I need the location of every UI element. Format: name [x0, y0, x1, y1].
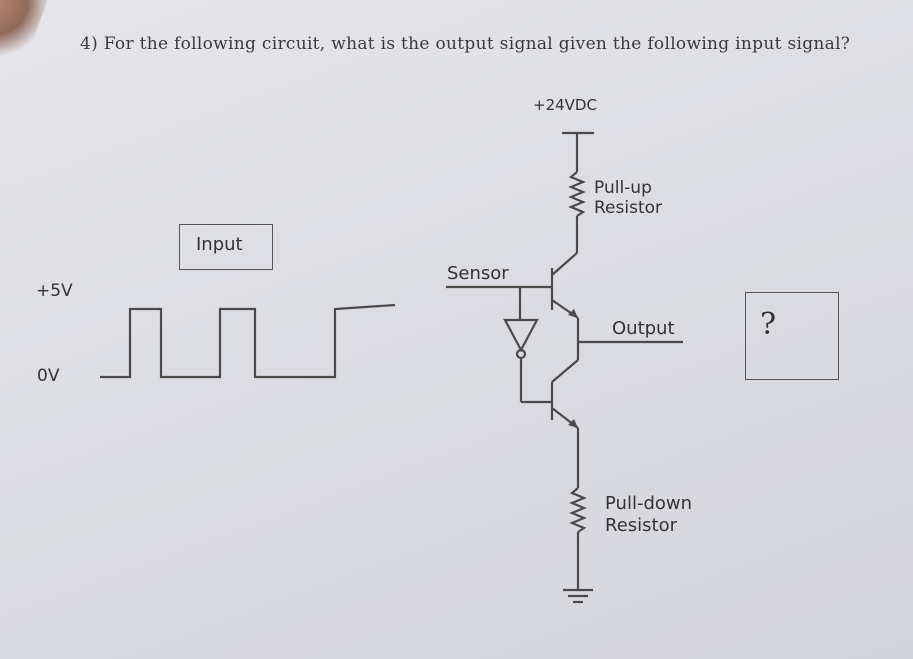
pullup-label-line1: Pull-up: [594, 178, 652, 198]
supply-label: +24VDC: [533, 96, 597, 114]
inverter-triangle: [503, 318, 539, 353]
answer-box: [745, 292, 839, 380]
question-text: 4) For the following circuit, what is th…: [80, 34, 851, 54]
high-voltage-label: +5V: [36, 281, 73, 301]
q2-emitter-arrow: [568, 419, 578, 428]
input-square-wave: [100, 303, 396, 379]
pullup-resistor: [568, 171, 586, 217]
low-voltage-label: 0V: [37, 366, 60, 386]
pullup-label-line2: Resistor: [594, 198, 662, 218]
input-label-box: [179, 224, 273, 270]
answer-question-mark: ?: [760, 307, 777, 342]
pulldown-label-line1: Pull-down: [605, 493, 693, 514]
q2-collector: [551, 359, 579, 383]
q1-emitter-arrow: [568, 309, 578, 318]
q1-collector: [551, 252, 578, 276]
input-label: Input: [196, 234, 243, 255]
sensor-label: Sensor: [447, 263, 509, 284]
pulldown-resistor: [569, 487, 587, 533]
output-label: Output: [612, 318, 675, 339]
pulldown-label-line2: Resistor: [605, 515, 677, 536]
